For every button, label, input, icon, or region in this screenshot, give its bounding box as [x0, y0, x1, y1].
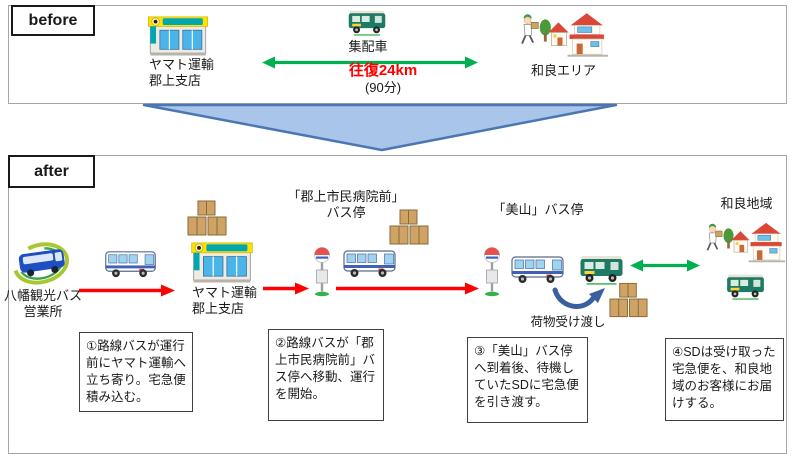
step-text-1: ①路線バスが運行前にヤマト運輸へ立ち寄り。宅急便積み込む。 — [86, 339, 187, 404]
delivery-truck-icon — [347, 7, 387, 37]
yamato-store-icon — [147, 14, 209, 56]
step-box-3: ③「美山」バス停へ到着後、待機していたSDに宅急便を引き渡す。 — [467, 337, 588, 423]
wara-region-label: 和良地域 — [720, 196, 773, 211]
roundtrip-double-arrow-icon — [262, 56, 478, 69]
after-label-box: after — [8, 155, 95, 188]
duration-text: (90分) — [364, 80, 402, 95]
after-label: after — [34, 162, 69, 180]
big-house — [750, 222, 782, 261]
flow-arrow-1-icon — [79, 284, 175, 297]
wara-area-label: 和良エリア — [530, 63, 596, 78]
distance-text: 往復24km — [348, 62, 418, 79]
bus-stop-sign-icon — [481, 246, 503, 297]
step-box-1: ①路線バスが運行前にヤマト運輸へ立ち寄り。宅急便積み込む。 — [79, 332, 193, 412]
big-house — [569, 13, 604, 55]
flow-arrow-2-icon — [263, 282, 309, 295]
bus-office-logo-icon — [11, 239, 73, 286]
small-house — [548, 22, 569, 46]
before-section — [8, 5, 787, 104]
miyama-stop-label: 「美山」バス停 — [492, 202, 584, 217]
yamato-store-label: ヤマト運輸 郡上支店 — [149, 57, 215, 88]
packages-icon — [186, 199, 228, 238]
route-bus-icon — [104, 247, 157, 280]
before-after-down-arrow-icon — [139, 103, 621, 153]
handover-label: 荷物受け渡し — [530, 315, 606, 329]
small-house — [731, 231, 750, 253]
route-bus-icon — [510, 252, 565, 286]
packages-icon — [608, 281, 649, 320]
courier-figure — [521, 14, 539, 44]
courier-figure — [706, 223, 723, 251]
before-label-box: before — [11, 5, 95, 36]
step-box-2: ②路線バスが「郡上市民病院前」バス停へ移動、運行を開始。 — [268, 329, 384, 421]
green-truck-icon — [578, 253, 625, 285]
wara-region-house-courier-icon — [700, 221, 790, 265]
route-bus-icon — [342, 246, 397, 280]
hospital-stop-label: 「郡上市民病院前」 バス停 — [287, 189, 405, 220]
bus-stop-sign-icon — [311, 246, 333, 297]
packages-icon — [387, 208, 431, 247]
step-box-4: ④SDは受け取った宅急便を、和良地域のお客様にお届けする。 — [665, 338, 784, 421]
before-label: before — [28, 11, 78, 29]
wara-area-house-courier-icon — [517, 11, 610, 60]
delivery-truck-label: 集配車 — [348, 39, 388, 54]
flow-arrow-3-icon — [336, 282, 479, 295]
handover-curved-arrow-icon — [549, 287, 606, 313]
step-text-2: ②路線バスが「郡上市民病院前」バス停へ移動、運行を開始。 — [275, 336, 376, 401]
yamato-store-icon — [190, 240, 254, 283]
bus-office-label: 八幡観光バス 営業所 — [3, 288, 82, 319]
green-truck-icon — [723, 272, 768, 300]
delivery-double-arrow-icon — [630, 259, 700, 272]
step-text-4: ④SDは受け取った宅急便を、和良地域のお客様にお届けする。 — [672, 345, 776, 410]
step-text-3: ③「美山」バス停へ到着後、待機していたSDに宅急便を引き渡す。 — [474, 344, 579, 409]
yamato-store-label: ヤマト運輸 郡上支店 — [192, 285, 258, 316]
